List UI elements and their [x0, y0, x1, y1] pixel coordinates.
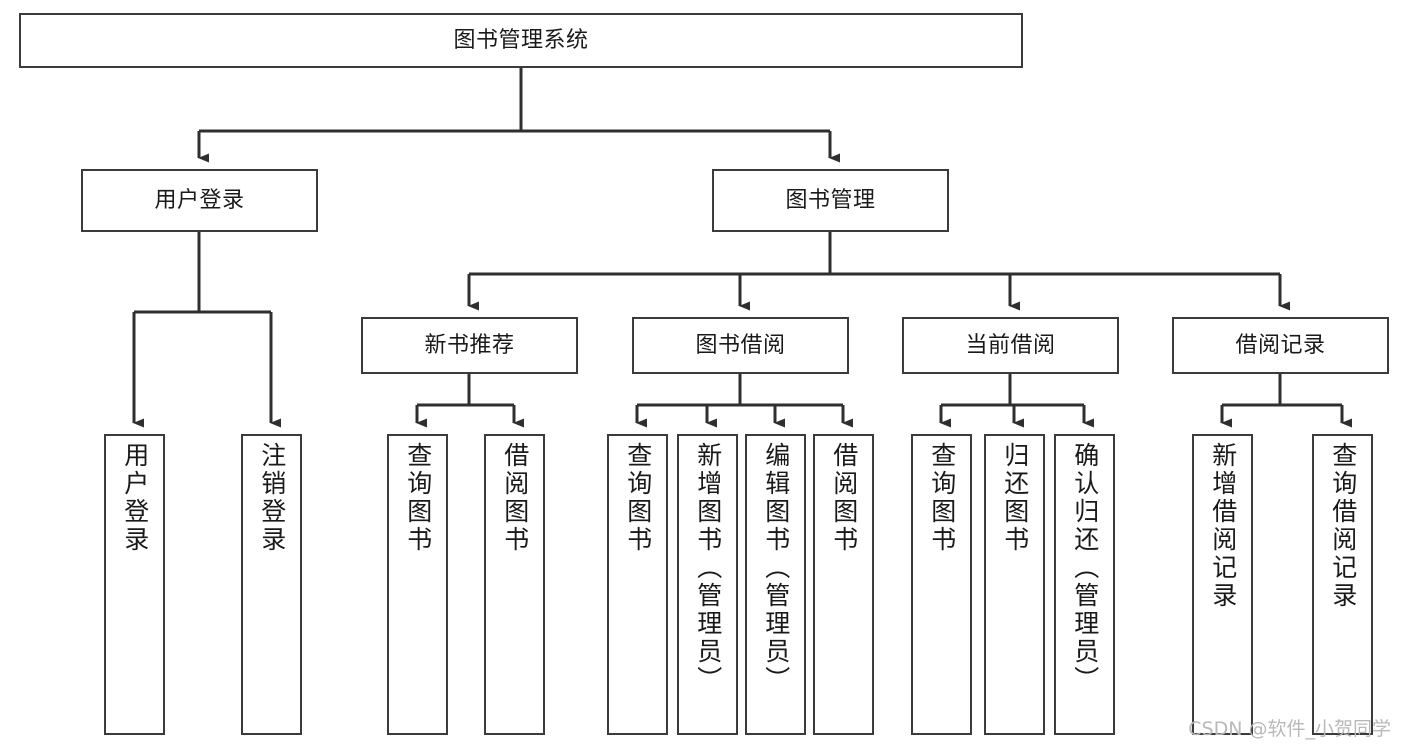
- leaf-logout-label: 注销登录: [257, 442, 287, 554]
- leaf-edit-book-admin-label: 编辑图书（管理员）: [761, 442, 791, 694]
- leaf-add-borrow-record-label: 新增借阅记录: [1208, 442, 1238, 610]
- leaf-add-borrow-record[interactable]: 新增借阅记录: [1192, 434, 1253, 735]
- leaf-query-book-borrow-label: 查询图书: [623, 442, 653, 554]
- leaf-edit-book-admin[interactable]: 编辑图书（管理员）: [745, 434, 806, 735]
- leaf-add-book-admin-label: 新增图书（管理员）: [693, 442, 723, 694]
- node-borrow-record-label: 借阅记录: [1235, 332, 1326, 358]
- leaf-confirm-return-admin[interactable]: 确认归还（管理员）: [1054, 434, 1115, 735]
- leaf-query-book-recommend[interactable]: 查询图书: [387, 434, 448, 735]
- node-root[interactable]: 图书管理系统: [19, 13, 1023, 68]
- leaf-query-book-current-label: 查询图书: [927, 442, 957, 554]
- leaf-query-book-borrow[interactable]: 查询图书: [607, 434, 668, 735]
- leaf-query-borrow-record-label: 查询借阅记录: [1328, 442, 1358, 610]
- node-current-borrow[interactable]: 当前借阅: [902, 317, 1119, 374]
- leaf-add-book-admin[interactable]: 新增图书（管理员）: [677, 434, 738, 735]
- leaf-query-book-current[interactable]: 查询图书: [911, 434, 972, 735]
- node-user-login[interactable]: 用户登录: [81, 169, 318, 232]
- leaf-logout[interactable]: 注销登录: [241, 434, 302, 735]
- node-borrow-record[interactable]: 借阅记录: [1172, 317, 1389, 374]
- node-new-book-recommend-label: 新书推荐: [424, 332, 515, 358]
- watermark: CSDN @软件_小贺同学: [1188, 718, 1391, 740]
- leaf-return-book[interactable]: 归还图书: [984, 434, 1045, 735]
- node-book-borrow-label: 图书借阅: [695, 332, 786, 358]
- leaf-borrow-book-recommend[interactable]: 借阅图书: [484, 434, 545, 735]
- node-book-management[interactable]: 图书管理: [712, 169, 949, 232]
- node-user-login-label: 用户登录: [154, 187, 245, 213]
- node-book-borrow[interactable]: 图书借阅: [632, 317, 849, 374]
- leaf-borrow-book[interactable]: 借阅图书: [813, 434, 874, 735]
- leaf-return-book-label: 归还图书: [1000, 442, 1030, 554]
- leaf-confirm-return-admin-label: 确认归还（管理员）: [1070, 442, 1100, 694]
- node-new-book-recommend[interactable]: 新书推荐: [361, 317, 578, 374]
- leaf-user-login[interactable]: 用户登录: [104, 434, 165, 735]
- leaf-borrow-book-label: 借阅图书: [829, 442, 859, 554]
- node-root-label: 图书管理系统: [453, 27, 589, 53]
- node-book-management-label: 图书管理: [785, 187, 876, 213]
- leaf-user-login-label: 用户登录: [120, 442, 150, 554]
- node-current-borrow-label: 当前借阅: [965, 332, 1056, 358]
- leaf-query-borrow-record[interactable]: 查询借阅记录: [1312, 434, 1373, 735]
- leaf-borrow-book-recommend-label: 借阅图书: [500, 442, 530, 554]
- leaf-query-book-recommend-label: 查询图书: [403, 442, 433, 554]
